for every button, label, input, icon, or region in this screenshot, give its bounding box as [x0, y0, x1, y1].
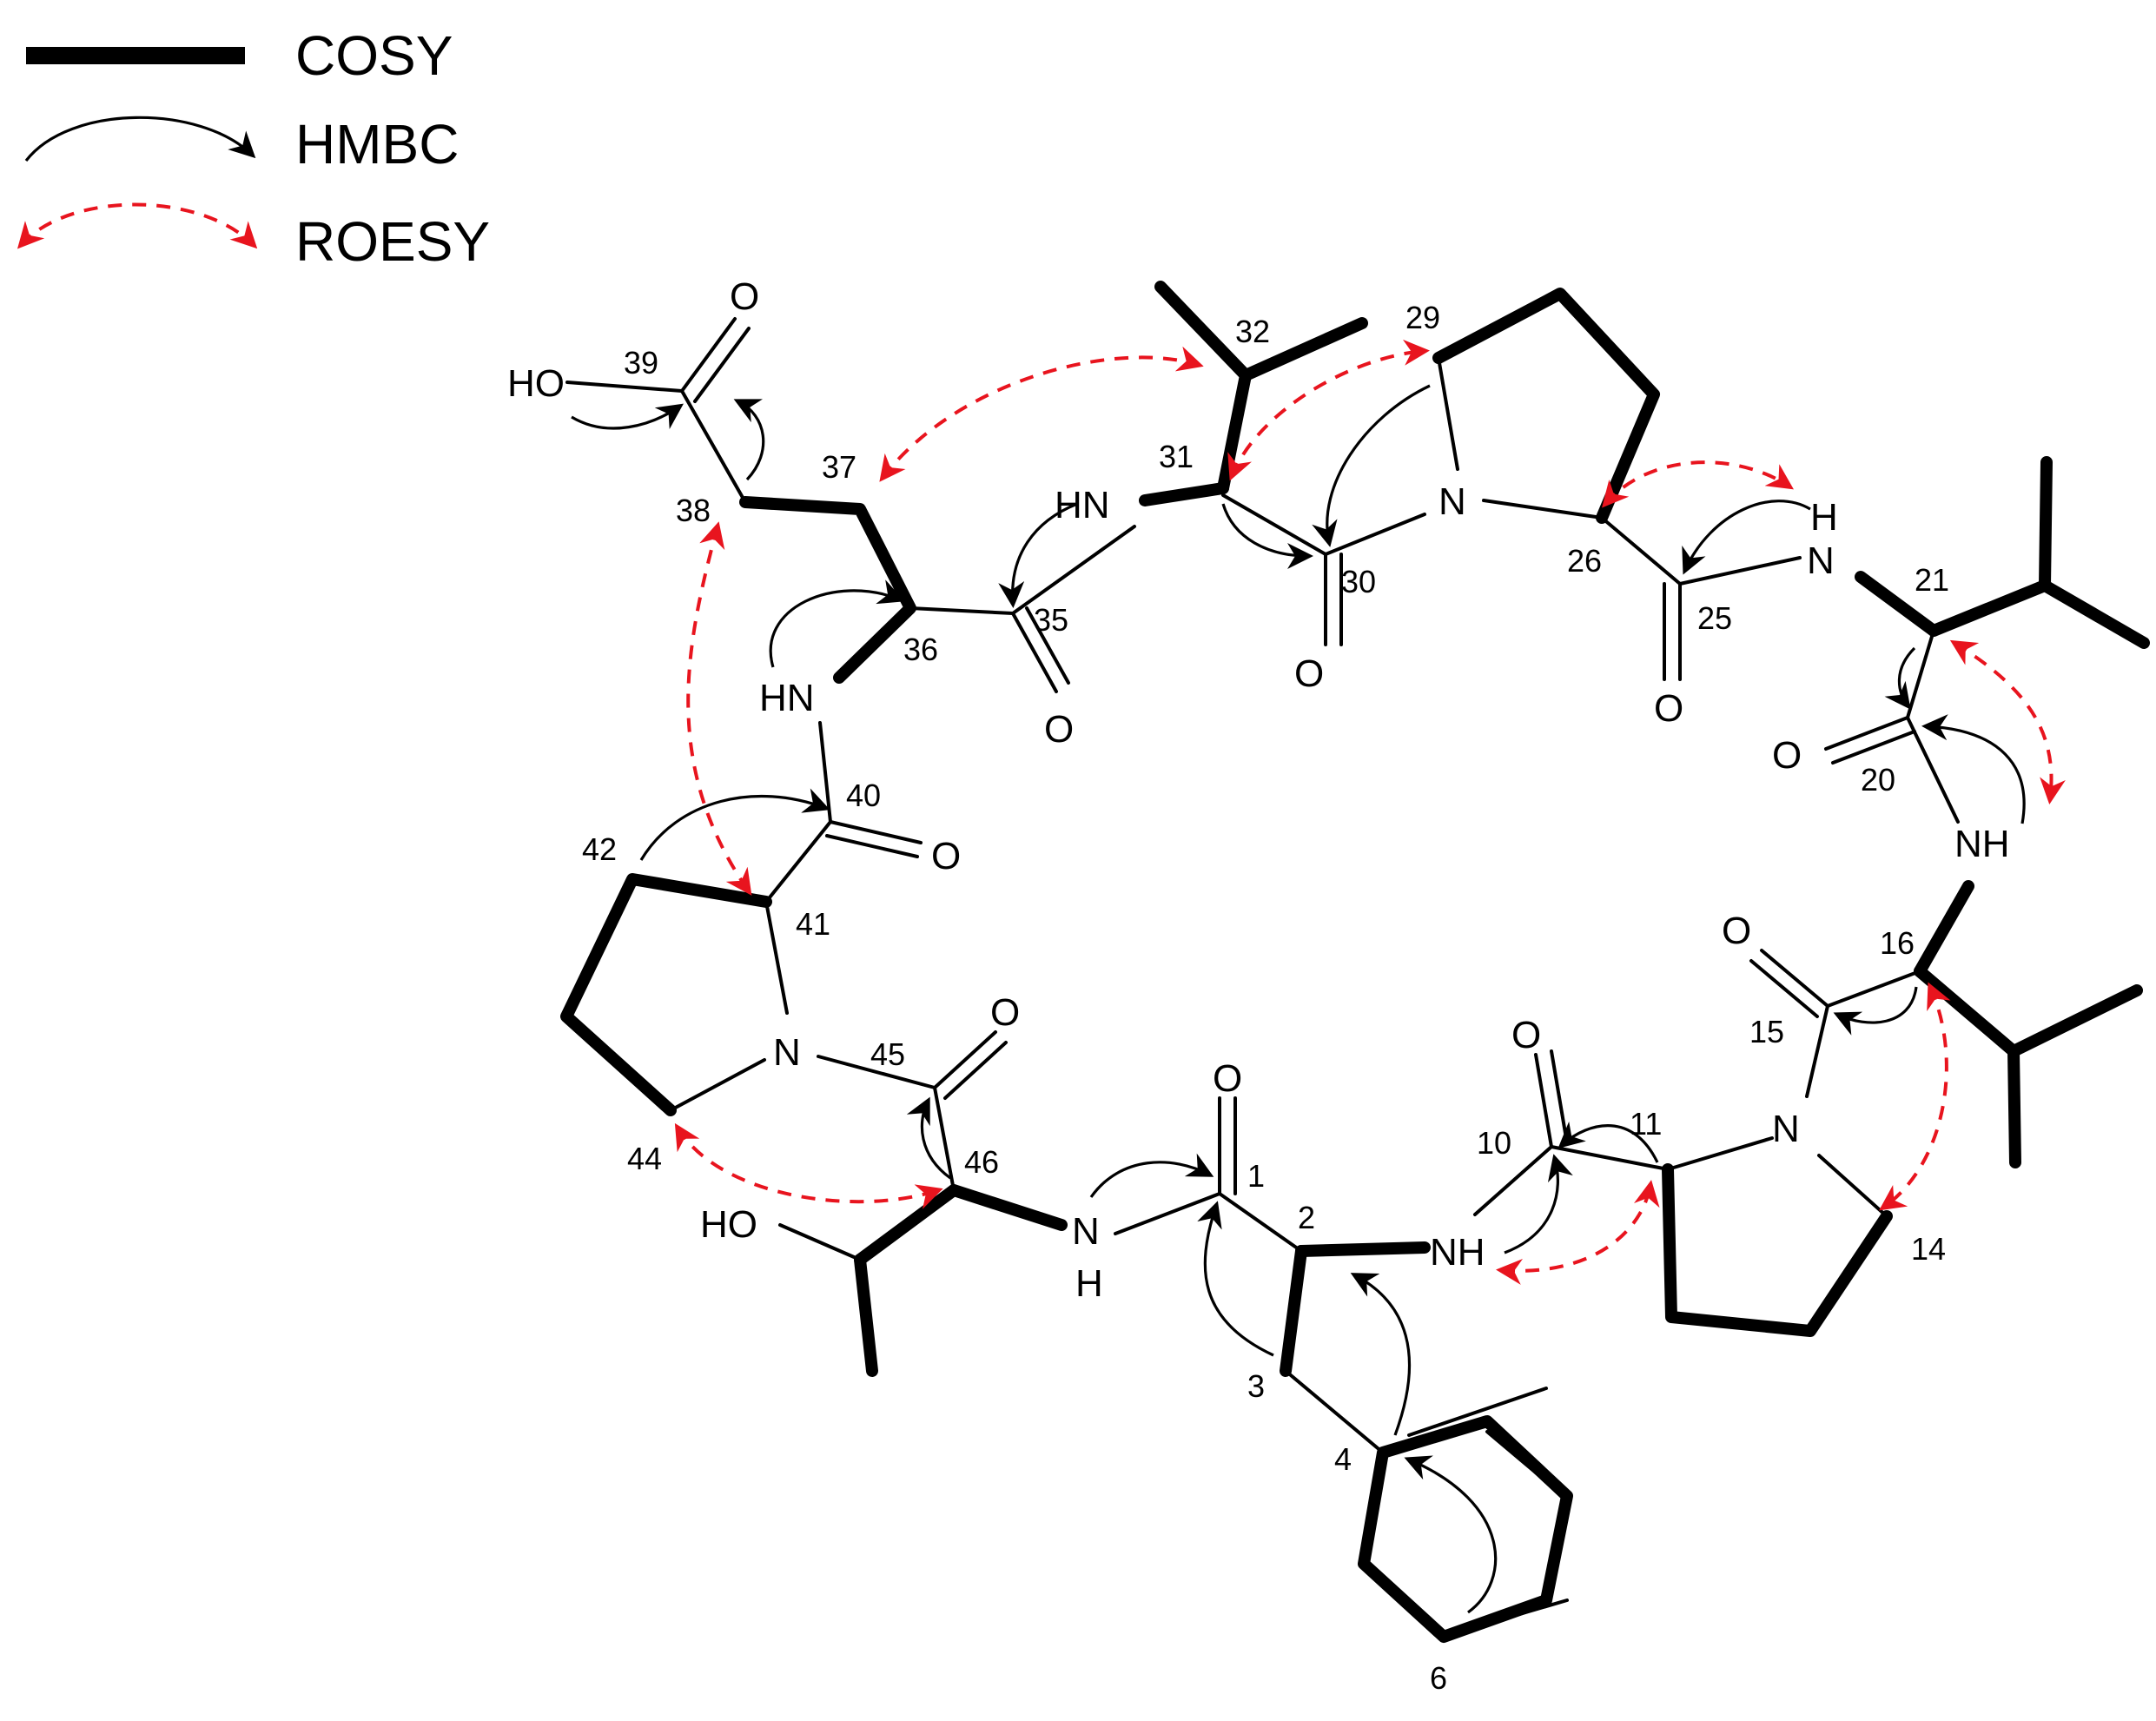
num-29: 29 — [1405, 300, 1440, 335]
cosy-bonds — [560, 281, 2150, 1643]
atom-nh-31: HN — [1055, 484, 1110, 526]
hmbc-nh2-10 — [1504, 1154, 1573, 1254]
atom-oh-46: HO — [700, 1203, 757, 1246]
atom-o-20: O — [1772, 734, 1802, 777]
atom-labels: O HO HN HN O N O O N H O NH O N O NH O N… — [507, 275, 2010, 1305]
num-25: 25 — [1697, 600, 1732, 636]
num-26: 26 — [1567, 543, 1602, 579]
hmbc-nh31-35 — [998, 502, 1078, 608]
roesy-nh2-11 — [1496, 1180, 1660, 1285]
atom-o-35: O — [1044, 708, 1074, 751]
hmbc-38-39 — [733, 399, 765, 481]
legend-hmbc-arrow — [24, 116, 256, 162]
atom-nh-36: HN — [759, 677, 815, 719]
num-37: 37 — [822, 449, 856, 485]
num-38: 38 — [676, 493, 711, 528]
hmbc-nh46-1 — [1089, 1153, 1214, 1198]
legend: COSY HMBC ROESY — [17, 24, 490, 273]
num-3: 3 — [1247, 1368, 1265, 1404]
legend-roesy-label: ROESY — [295, 210, 490, 273]
hmbc-21-20 — [1884, 646, 1916, 710]
carbon-numbers: 1 2 3 4 6 10 11 14 15 16 20 21 25 26 29 … — [582, 300, 1949, 1696]
atom-nh-2: NH — [1430, 1231, 1485, 1274]
hmbc-16-15 — [1833, 986, 1918, 1036]
hmbc-42-40 — [639, 788, 830, 861]
hmbc-nh16-20 — [1921, 714, 2026, 824]
atom-h-46: H — [1075, 1262, 1103, 1305]
roesy-21-nh16 — [1949, 639, 2066, 804]
atom-n-41: N — [773, 1031, 801, 1074]
atom-o-15: O — [1722, 910, 1751, 952]
hmbc-3-1 — [1197, 1201, 1274, 1357]
num-10: 10 — [1477, 1125, 1511, 1161]
num-46: 46 — [964, 1144, 999, 1180]
hmbc-11-10 — [1557, 1121, 1659, 1163]
roesy-44-46 — [674, 1122, 943, 1209]
legend-hmbc-label: HMBC — [295, 113, 459, 175]
hmbc-h21-25 — [1682, 500, 1811, 575]
roesy-38-41 — [686, 521, 752, 896]
num-45: 45 — [870, 1036, 905, 1072]
atom-o-25: O — [1654, 687, 1683, 730]
num-11: 11 — [1630, 1106, 1662, 1142]
atom-o-1: O — [1213, 1057, 1242, 1100]
num-16: 16 — [1880, 925, 1915, 961]
num-1: 1 — [1247, 1158, 1265, 1194]
num-15: 15 — [1749, 1014, 1784, 1049]
num-36: 36 — [903, 632, 938, 667]
legend-roesy-arrow — [17, 202, 258, 249]
roesy-31-29 — [1227, 339, 1430, 481]
atom-n-21: N — [1807, 539, 1835, 582]
hmbc-6-4 — [1404, 1455, 1498, 1614]
legend-cosy-label: COSY — [295, 24, 453, 87]
num-2: 2 — [1298, 1200, 1315, 1235]
num-42: 42 — [582, 831, 617, 867]
num-41: 41 — [796, 906, 830, 942]
atom-o-30: O — [1294, 652, 1324, 695]
atom-n-29: N — [1438, 480, 1466, 523]
num-40: 40 — [846, 778, 881, 813]
hmbc-4-2 — [1350, 1273, 1412, 1436]
num-44: 44 — [627, 1141, 662, 1176]
num-32: 32 — [1235, 314, 1270, 349]
num-35: 35 — [1034, 602, 1068, 638]
atom-o-40: O — [931, 835, 961, 877]
num-30: 30 — [1341, 564, 1376, 599]
roesy-16-14 — [1879, 982, 1951, 1211]
num-14: 14 — [1911, 1231, 1946, 1267]
atom-o-45: O — [990, 991, 1020, 1034]
skeleton-bonds — [565, 317, 1960, 1632]
atom-n-46: N — [1072, 1210, 1100, 1253]
num-6: 6 — [1430, 1660, 1447, 1696]
roesy-arrows — [674, 339, 2066, 1285]
num-21: 21 — [1915, 562, 1949, 598]
num-4: 4 — [1334, 1441, 1352, 1477]
atom-o-10: O — [1511, 1014, 1541, 1056]
num-31: 31 — [1159, 439, 1194, 474]
num-39: 39 — [624, 345, 658, 381]
hmbc-31-30 — [1221, 503, 1313, 569]
atom-n-15: N — [1772, 1108, 1800, 1150]
hmbc-oh-39 — [571, 403, 684, 430]
atom-h-21: H — [1810, 496, 1838, 539]
num-20: 20 — [1861, 762, 1895, 798]
roesy-26-h21 — [1602, 460, 1794, 508]
atom-oh-39: HO — [507, 362, 565, 405]
roesy-37-32 — [879, 346, 1204, 482]
atom-o-39: O — [730, 275, 759, 318]
atom-nh-16: NH — [1954, 823, 2010, 865]
hmbc-nh-36 — [769, 579, 905, 668]
